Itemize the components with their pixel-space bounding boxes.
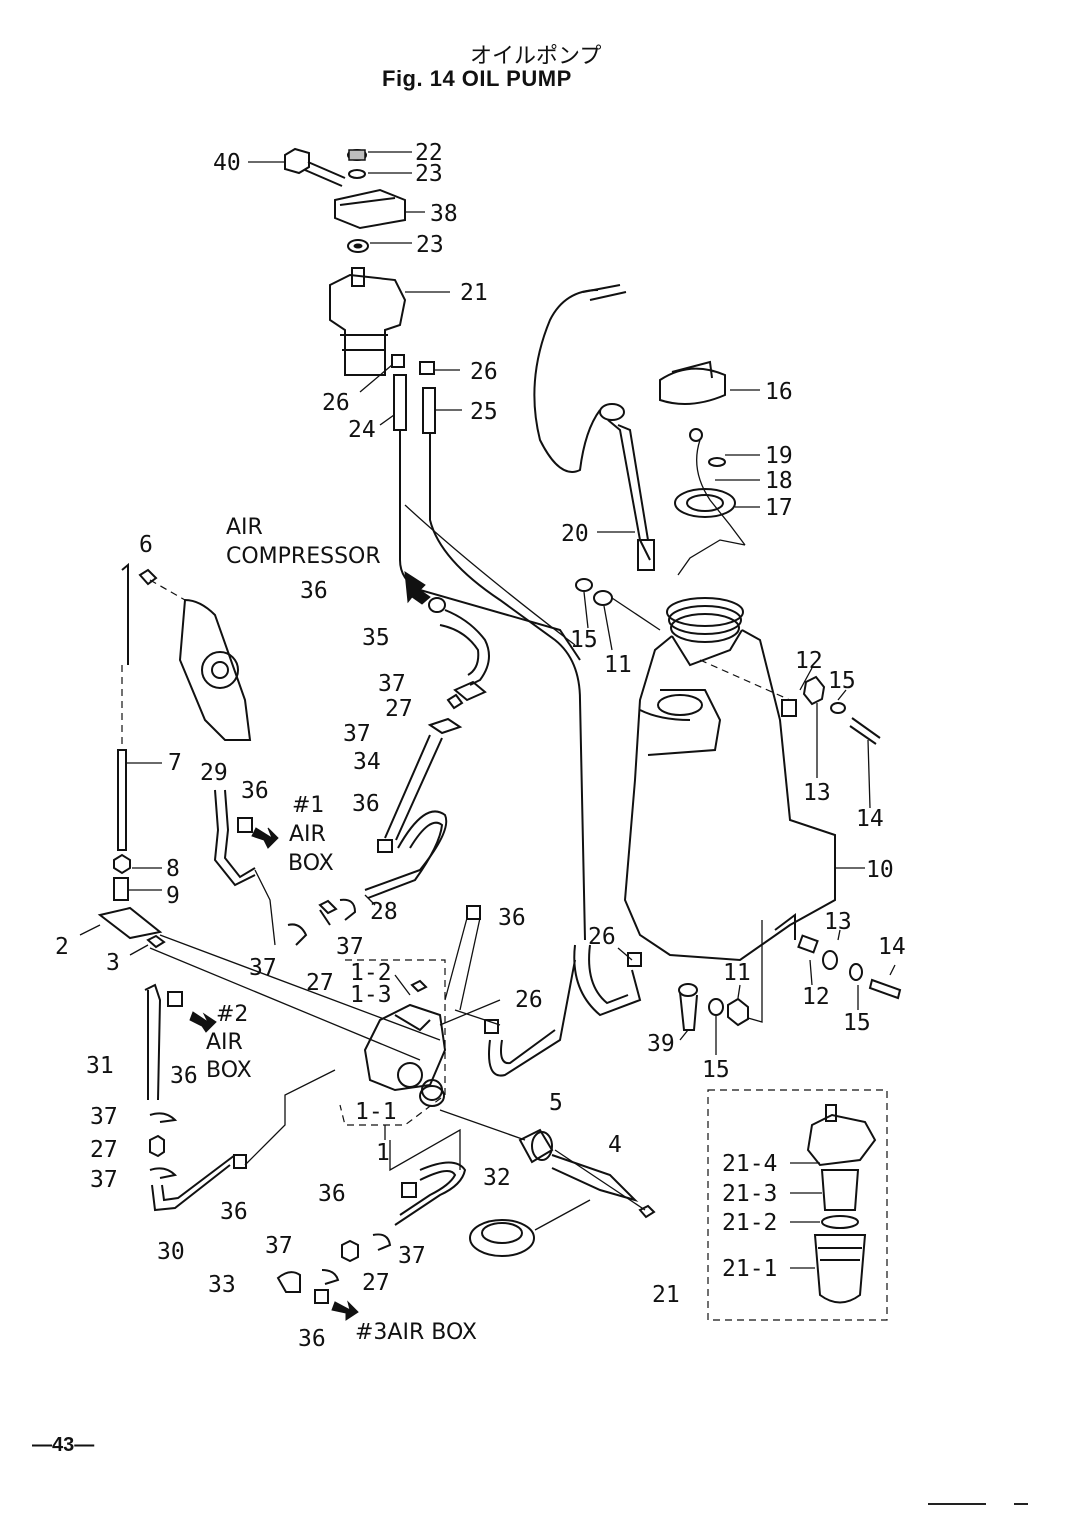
oil-pump-and-hoses (144, 597, 656, 1304)
linkage-assembly (79, 562, 441, 1061)
callout: 7 (168, 750, 182, 776)
callout: 26 (588, 924, 616, 950)
oil-tank-assembly (533, 284, 902, 1055)
callout: 26 (470, 359, 498, 385)
callout: 21-3 (722, 1181, 777, 1207)
callout: 23 (416, 232, 444, 258)
callout: 22 (415, 140, 443, 166)
callout: 25 (470, 399, 498, 425)
callout: 37 (90, 1104, 118, 1130)
callout: 11 (723, 960, 751, 986)
callout: 1 (376, 1140, 390, 1166)
callout: 21-1 (722, 1256, 777, 1282)
callout: 18 (765, 468, 793, 494)
callout: 39 (647, 1031, 675, 1057)
callout: 31 (86, 1053, 114, 1079)
callout: 36 (318, 1181, 346, 1207)
callout: 12 (802, 984, 830, 1010)
callout: 10 (866, 857, 894, 883)
callout: 15 (843, 1010, 871, 1036)
callout-numbers: 40 22 23 38 23 21 26 26 24 25 16 19 18 1… (55, 140, 906, 1352)
callout: 19 (765, 443, 793, 469)
filter-21-inset (707, 1089, 888, 1321)
label-air-box-1-num: #1 (292, 793, 324, 818)
callout: 1-1 (355, 1099, 397, 1125)
label-air-box-2-num: #2 (216, 1002, 248, 1027)
callout: 37 (378, 671, 406, 697)
callout: 14 (856, 806, 884, 832)
callout: 21-4 (722, 1151, 777, 1177)
title-japanese: オイルポンプ (470, 44, 602, 69)
label-air-box-2-box: BOX (206, 1058, 252, 1083)
label-air-box-1-air: AIR (289, 822, 326, 847)
callout: 36 (298, 1326, 326, 1352)
callout: 27 (385, 696, 413, 722)
callout: 36 (300, 578, 328, 604)
callout: 35 (362, 625, 390, 651)
callout: 28 (370, 899, 398, 925)
callout: 2 (55, 934, 69, 960)
callout: 21 (460, 280, 488, 306)
callout: 8 (166, 856, 180, 882)
direction-arrows (189, 571, 431, 1321)
callout: 37 (249, 955, 277, 981)
footer-rule (1014, 1503, 1028, 1505)
callout: 27 (90, 1137, 118, 1163)
top-bracket-assembly (248, 147, 586, 941)
callout: 37 (398, 1243, 426, 1269)
label-air-box-3: #3AIR BOX (355, 1320, 477, 1345)
callout: 20 (561, 521, 589, 547)
callout: 6 (139, 532, 153, 558)
callout: 3 (106, 950, 120, 976)
callout: 34 (353, 749, 381, 775)
label-air-box-2-air: AIR (206, 1030, 243, 1055)
label-air-compressor-1: AIR (226, 515, 263, 540)
callout: 15 (828, 668, 856, 694)
callout: 32 (483, 1165, 511, 1191)
figure-title: Fig. 14 OIL PUMP (382, 66, 572, 91)
callout: 33 (208, 1272, 236, 1298)
callout: 9 (166, 883, 180, 909)
callout: 14 (878, 934, 906, 960)
callout: 17 (765, 495, 793, 521)
callout: 27 (362, 1270, 390, 1296)
callout: 29 (200, 760, 228, 786)
callout: 36 (170, 1063, 198, 1089)
callout: 13 (803, 780, 831, 806)
callout: 5 (549, 1090, 563, 1116)
callout: 16 (765, 379, 793, 405)
callout: 36 (220, 1199, 248, 1225)
flow-labels: AIR COMPRESSOR #1 AIR BOX #2 AIR BOX #3A… (206, 515, 477, 1345)
callout: 13 (824, 909, 852, 935)
callout: 23 (415, 161, 443, 187)
callout: 37 (265, 1233, 293, 1259)
callout: 26 (515, 987, 543, 1013)
callout: 1-2 (350, 960, 392, 986)
callout: 15 (570, 627, 598, 653)
callout: 38 (430, 201, 458, 227)
callout: 40 (213, 150, 241, 176)
callout: 37 (336, 934, 364, 960)
callout: 4 (608, 1132, 622, 1158)
callout: 30 (157, 1239, 185, 1265)
label-air-compressor-2: COMPRESSOR (226, 544, 381, 569)
callout: 36 (241, 778, 269, 804)
callout: 24 (348, 417, 376, 443)
callout: 1-3 (350, 982, 392, 1008)
callout: 37 (343, 721, 371, 747)
callout: 12 (795, 648, 823, 674)
callout: 37 (90, 1167, 118, 1193)
label-air-box-1-box: BOX (288, 851, 334, 876)
callout: 36 (352, 791, 380, 817)
callout: 27 (306, 970, 334, 996)
callout: 21 (652, 1282, 680, 1308)
callout: 36 (498, 905, 526, 931)
callout: 21-2 (722, 1210, 777, 1236)
callout: 26 (322, 390, 350, 416)
page-number: —43— (32, 1434, 95, 1456)
callout: 11 (604, 652, 632, 678)
callout: 15 (702, 1057, 730, 1083)
footer-rule (928, 1503, 986, 1505)
